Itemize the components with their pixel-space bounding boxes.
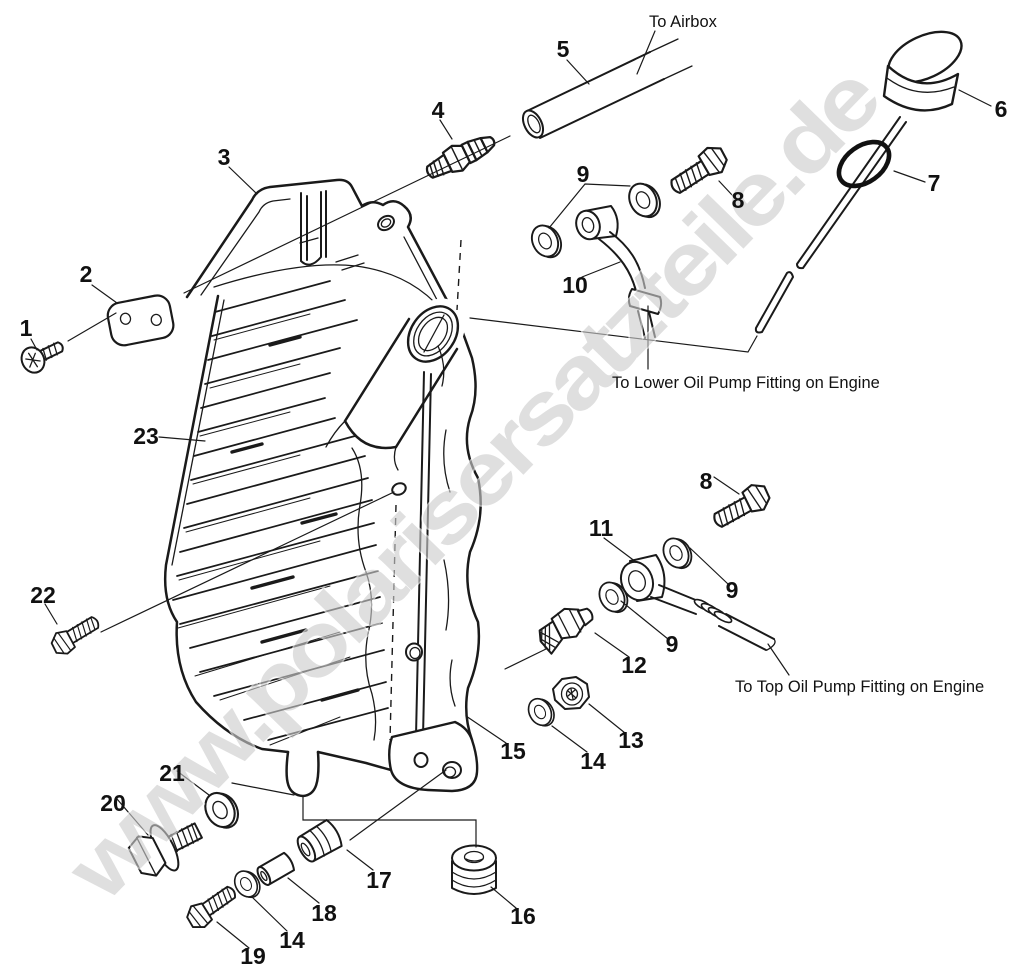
callout-8-top: 8 [732,187,745,213]
callout-12: 12 [621,652,647,678]
callout-15: 15 [500,738,526,764]
vent-fitting [425,136,496,179]
watermark-text: www.polarisersatzteile.de [47,48,898,919]
callout-23: 23 [133,423,159,449]
bolt-8-lower [707,478,776,534]
callout-3: 3 [218,144,231,170]
note-top-oil-pump: To Top Oil Pump Fitting on Engine [735,678,984,696]
callout-labels: 1 2 3 4 5 6 7 8 9 10 8 11 9 9 12 13 14 1… [20,36,1008,969]
callout-17: 17 [366,867,392,893]
oil-line-10 [575,205,663,339]
bolt-19 [181,880,243,934]
text-annotations: To Airbox To Lower Oil Pump Fitting on E… [612,13,984,696]
screw [20,341,64,374]
callout-5: 5 [557,36,570,62]
flange-bolt-20 [127,822,203,877]
callout-7: 7 [928,170,941,196]
oil-tank-body [163,178,482,798]
grommet-16 [451,844,497,895]
callout-14-mid: 14 [580,748,606,774]
note-to-airbox: To Airbox [649,13,718,31]
callout-9-lower: 9 [666,631,679,657]
washer-9-top-right [623,177,667,224]
callout-11: 11 [589,515,614,541]
callout-1: 1 [20,315,33,341]
bolt-22 [46,610,105,660]
grommet-17 [296,819,343,863]
washer-9-top-left [526,219,567,264]
callout-16: 16 [510,903,536,929]
banjo-eye-11 [619,554,776,651]
leader-lines [30,30,992,949]
callout-18: 18 [311,900,337,926]
callout-21: 21 [159,760,185,786]
callout-20: 20 [100,790,126,816]
filler-neck [325,298,466,471]
check-valve-12 [538,607,594,655]
mounting-bracket [388,371,479,793]
callout-9-top: 9 [577,161,590,187]
retainer-plate [106,294,175,347]
callout-8-lower: 8 [700,468,713,494]
vent-hose [521,38,693,139]
callout-22: 22 [30,582,56,608]
callout-4: 4 [432,97,445,123]
dipstick-cap [754,30,963,334]
note-lower-oil-pump: To Lower Oil Pump Fitting on Engine [612,374,880,392]
callout-2: 2 [80,261,93,287]
callout-9-mid: 9 [726,577,739,603]
callout-6: 6 [995,96,1008,122]
callout-10: 10 [562,272,588,298]
washer-9-mid [657,532,698,575]
o-ring [836,139,892,189]
callout-13: 13 [618,727,644,753]
nut-13 [552,676,590,710]
washer-14-mid [523,692,560,732]
callout-14-lower: 14 [279,927,305,953]
spacer-18 [256,851,295,886]
callout-19: 19 [240,943,266,969]
